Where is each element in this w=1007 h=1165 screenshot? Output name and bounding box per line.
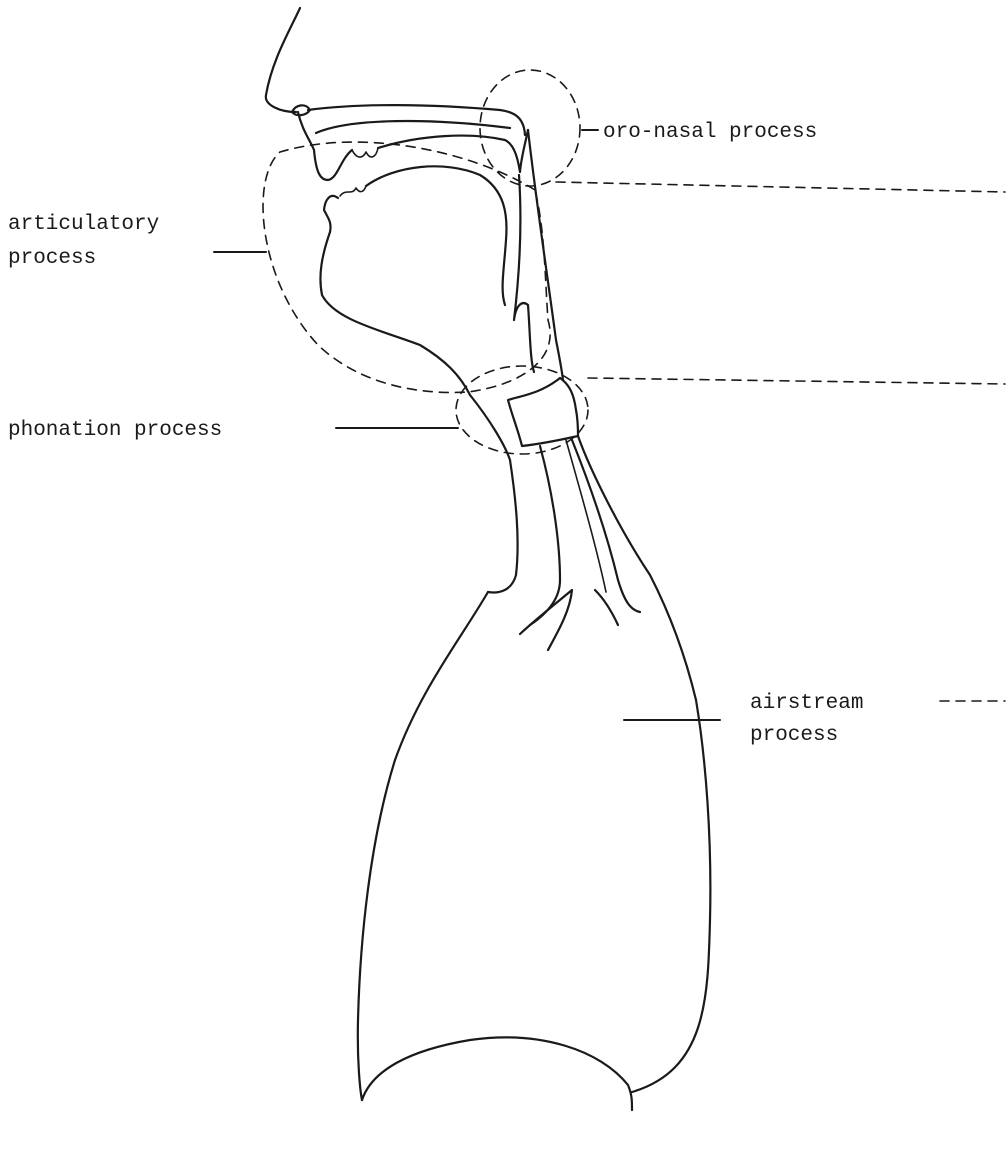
- process-regions: [263, 70, 588, 454]
- right-leaders: [556, 182, 1005, 701]
- upper-teeth: [352, 148, 378, 157]
- trachea-front: [530, 446, 560, 625]
- lower-lip: [324, 196, 338, 232]
- bronchus-right: [595, 590, 618, 625]
- nose-outline: [266, 8, 300, 112]
- pharynx-front-wall: [514, 175, 534, 372]
- articulatory-label-line2: process: [8, 247, 96, 270]
- airstream-label-line1: airstream: [750, 692, 863, 715]
- articulatory-label-line1: articulatory: [8, 213, 159, 236]
- oro-nasal-right-leader: [556, 182, 1005, 192]
- lower-teeth: [340, 186, 366, 196]
- phonation-region: [456, 366, 588, 454]
- esophagus-line: [578, 436, 696, 700]
- thorax-left: [358, 592, 488, 1100]
- label-leaders: [214, 130, 720, 720]
- thorax-base: [362, 1037, 632, 1110]
- thorax-right: [632, 700, 710, 1092]
- trachea-back: [572, 440, 640, 612]
- vocal-tract-outline: [266, 8, 711, 1110]
- bronchus-left: [520, 590, 572, 650]
- airstream-label-line2: process: [750, 724, 838, 747]
- pharynx-back-wall: [528, 130, 563, 380]
- articulatory-region: [263, 142, 550, 392]
- oro-nasal-label: oro-nasal process: [603, 121, 817, 144]
- upper-lip: [298, 112, 352, 180]
- hard-palate: [316, 121, 510, 133]
- phonation-right-leader: [588, 378, 1005, 384]
- velum: [378, 130, 528, 172]
- larynx: [508, 378, 578, 446]
- phonation-label: phonation process: [8, 419, 222, 442]
- oro-nasal-region: [480, 70, 580, 186]
- neck-front: [470, 395, 518, 592]
- tongue-contour: [366, 166, 507, 305]
- chin-jaw: [320, 232, 470, 395]
